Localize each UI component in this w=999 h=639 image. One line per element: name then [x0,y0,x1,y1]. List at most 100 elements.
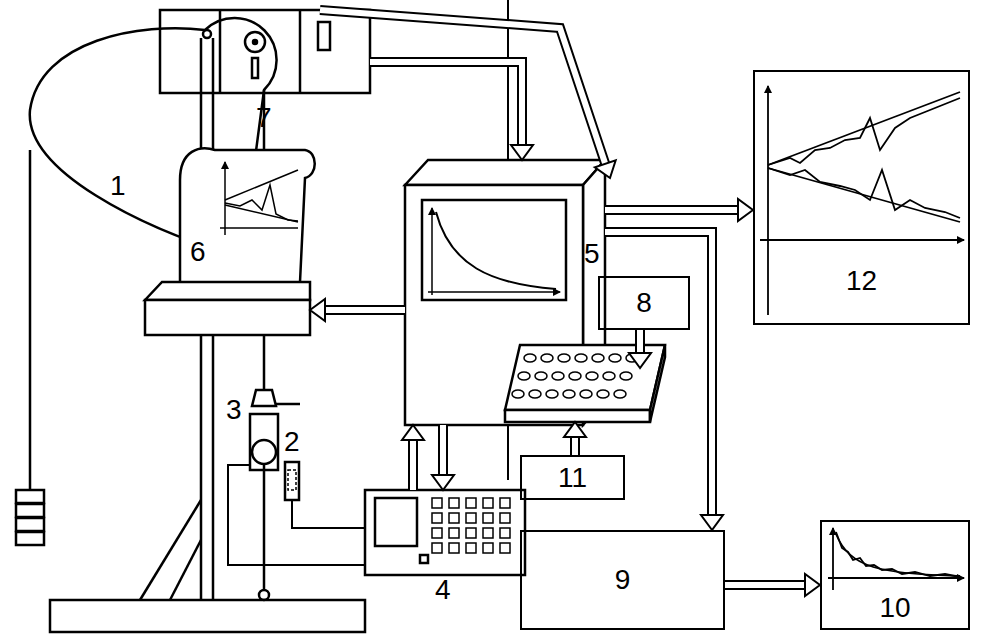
controller [365,490,525,575]
arrow-outline [570,436,580,455]
controller [449,528,459,538]
arrow-outline [605,205,739,215]
pump-jack [16,504,44,517]
controller [432,498,442,508]
chart-diverging [760,86,964,315]
controller [466,513,476,523]
controller [466,498,476,508]
callout-number: 8 [636,289,652,317]
printer [225,185,298,221]
arrow-head [432,475,454,490]
arrow-outline [725,580,806,590]
divider-line [507,0,509,480]
controller [483,513,493,523]
arrow-body [320,10,606,165]
chart-decay [836,532,960,577]
pump-jack [288,470,296,490]
computer [405,160,605,185]
pump-jack [292,500,365,528]
controller [449,513,459,523]
callout-number: 11 [558,464,587,492]
chart-diverging [768,168,960,218]
arrow-head [738,199,753,221]
computer [546,390,558,398]
chart-diverging [768,92,960,165]
computer [535,372,547,380]
pump-jack [203,30,211,38]
hollow-arrow [310,299,405,321]
arrow-head [402,425,424,440]
callout-number: 3 [226,396,242,424]
controller [483,543,493,553]
controller [466,528,476,538]
callout-number: 12 [846,267,877,295]
controller [432,513,442,523]
computer [529,390,541,398]
device-area: 4 [365,490,525,575]
computer [405,160,665,425]
arrow-head [701,515,723,530]
pump-jack [16,490,44,503]
process-box: 9 [520,530,725,630]
computer [614,390,626,398]
computer [569,372,581,380]
callout-number: 6 [190,238,206,266]
arrow-outline [370,62,522,146]
arrow-head [805,574,820,596]
pump-jack [16,518,44,531]
arrow-body [410,439,416,490]
arrow-outline [605,232,712,516]
arrow-body [605,207,739,213]
arrow-head [629,353,651,368]
computer [597,390,609,398]
hollow-arrow [370,62,533,160]
arrow-outline [324,305,405,315]
controller [466,543,476,553]
controller [432,528,442,538]
disk-drive [160,10,370,93]
pump-jack [252,440,276,464]
computer [422,200,566,300]
computer [541,354,553,362]
disk-drive [219,10,222,93]
arrow-head [511,145,533,160]
pump-jack [50,600,365,632]
callout-number: 10 [879,594,910,622]
computer [518,372,530,380]
controller [500,543,510,553]
callout-number: 1 [110,172,126,200]
controller [365,490,525,575]
hollow-arrow [432,425,454,490]
controller [375,498,417,546]
controller [420,555,428,563]
callout-number: 9 [615,566,631,594]
printer [224,162,226,235]
process-box: 11 [520,455,625,500]
arrow-body [725,582,806,588]
computer [609,354,621,362]
controller [432,543,442,553]
disk-drive [253,40,257,44]
computer [524,354,536,362]
arrow-outline [635,330,645,354]
computer [552,372,564,380]
device-area: 5 [400,160,600,425]
arrow-head [595,160,616,178]
pump-jack [285,462,299,500]
chart-decay [828,577,964,579]
computer [428,291,560,293]
pump-jack [170,540,201,600]
computer [603,372,615,380]
device-area: 7 [160,10,370,93]
arrow-outline [438,425,448,476]
hollow-arrow [320,10,616,178]
arrow-body [605,232,712,516]
hollow-arrow [402,425,424,490]
process-box: 8 [598,276,690,330]
controller [449,498,459,508]
arrow-body [370,62,522,146]
arrow-head [564,422,586,437]
